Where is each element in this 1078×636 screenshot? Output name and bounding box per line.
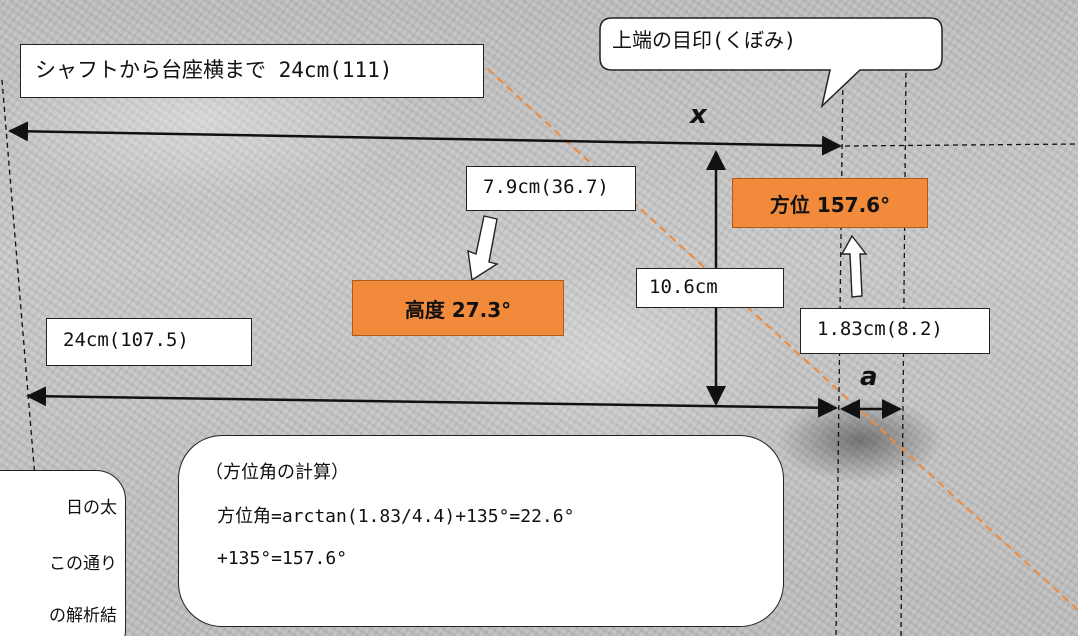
x-variable-label: x bbox=[690, 100, 707, 130]
base-measure-arrow bbox=[26, 386, 838, 418]
length-24cm-label: 24cm(107.5) bbox=[46, 318, 252, 366]
length-1-83cm-label: 1.83cm(8.2) bbox=[800, 308, 990, 354]
side-note-line-3: の解析結 bbox=[49, 606, 117, 626]
side-note-line-1: 日の太 bbox=[66, 498, 117, 518]
a-variable-label: a bbox=[860, 362, 878, 392]
calculation-title: （方位角の計算） bbox=[205, 462, 349, 483]
side-note-line-2: この通り bbox=[49, 554, 117, 574]
calculation-line-2: +135°=157.6° bbox=[217, 548, 348, 569]
hollow-arrow-up bbox=[840, 234, 868, 298]
x-measure-arrow bbox=[8, 121, 842, 156]
top-mark-label: 上端の目印(くぼみ) bbox=[612, 28, 797, 52]
left-reference-line bbox=[1, 79, 37, 491]
altitude-highlight: 高度 27.3° bbox=[352, 280, 564, 336]
top-mark-callout bbox=[599, 17, 943, 109]
azimuth-calculation-box: （方位角の計算） 方位角=arctan(1.83/4.4)+135°=22.6°… bbox=[178, 435, 784, 627]
calculation-line-1: 方位角=arctan(1.83/4.4)+135°=22.6° bbox=[217, 506, 575, 527]
azimuth-highlight: 方位 157.6° bbox=[732, 178, 928, 228]
length-7-9cm-label: 7.9cm(36.7) bbox=[466, 166, 636, 211]
side-note-box: 日の太 この通り の解析結 bbox=[0, 470, 126, 636]
shaft-to-base-label: シャフトから台座横まで 24cm(111) bbox=[20, 44, 484, 98]
top-reference-line bbox=[844, 143, 1078, 147]
length-10-6cm-label: 10.6cm bbox=[636, 268, 784, 308]
hollow-arrow-down bbox=[467, 215, 499, 282]
mark-vertical-line-1 bbox=[835, 71, 844, 636]
